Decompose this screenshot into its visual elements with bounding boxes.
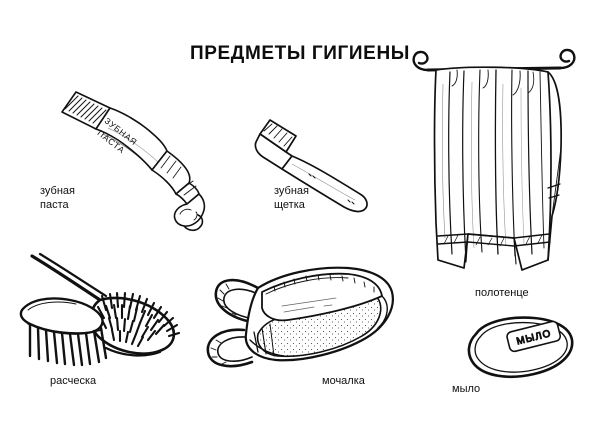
toothpaste-tube-illustration: ЗУБНАЯ ПАСТА [48, 82, 218, 237]
comb-illustration [18, 252, 198, 377]
caption-washcloth: мочалка [322, 375, 365, 387]
caption-toothpaste: зубная паста [40, 185, 75, 211]
soap-illustration: МЫЛО [456, 312, 581, 387]
caption-toothbrush: зубная щетка [274, 185, 309, 211]
caption-soap: мыло [452, 383, 481, 395]
toothbrush-illustration [252, 112, 402, 227]
towel-illustration [402, 48, 592, 288]
washcloth-illustration [196, 252, 416, 377]
page-title: ПРЕДМЕТЫ ГИГИЕНЫ [190, 43, 410, 64]
caption-comb: расческа [50, 375, 97, 387]
caption-towel: полотенце [475, 287, 529, 299]
